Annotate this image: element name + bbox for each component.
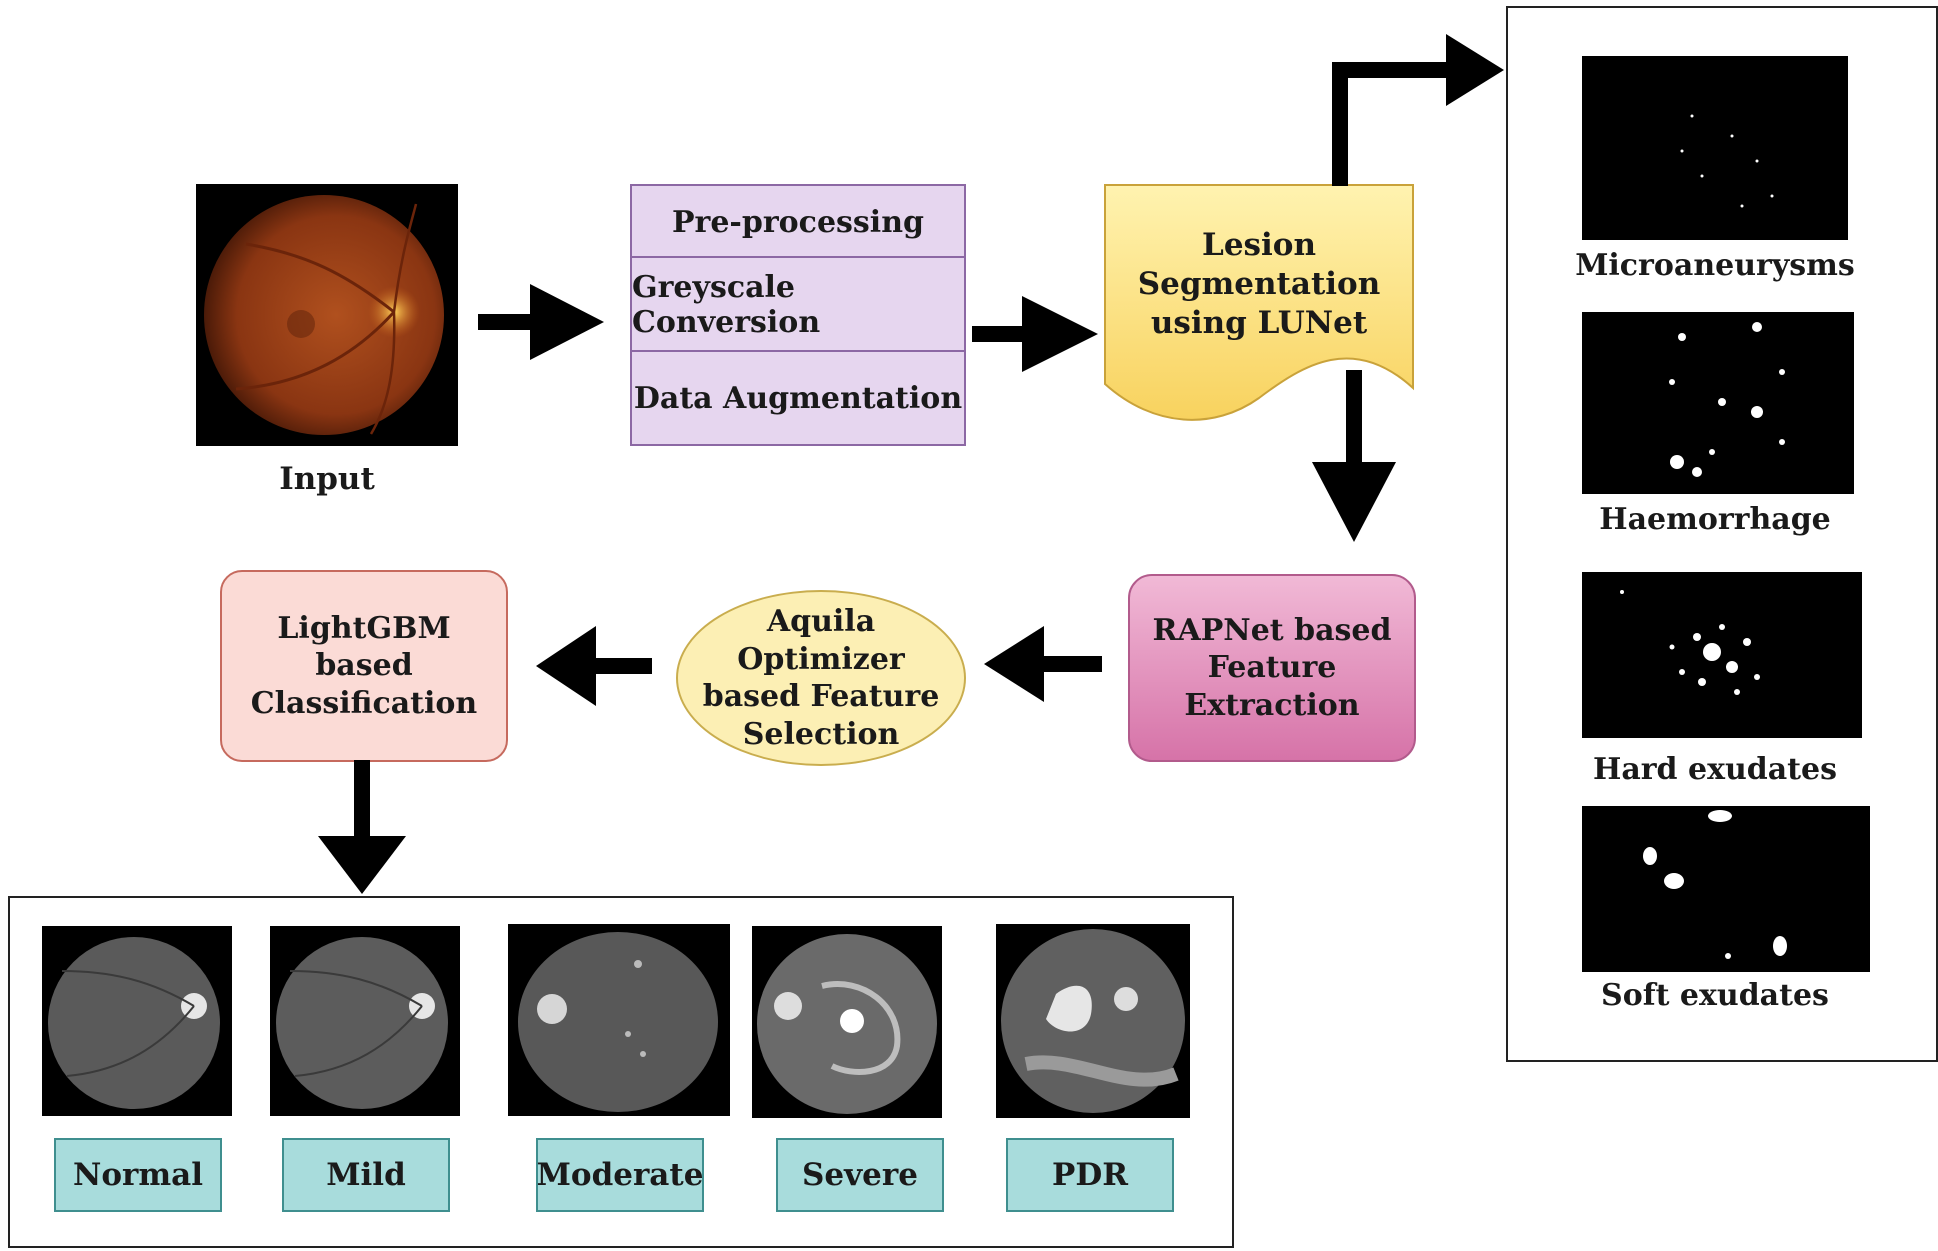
haemorrhage-label: Haemorrhage: [1599, 502, 1831, 537]
arrow-preprocessing-to-segmentation: [972, 296, 1098, 372]
soft-exudates-label: Soft exudates: [1601, 978, 1829, 1013]
fundus-photo: [204, 195, 444, 435]
mild-fundus: [276, 937, 448, 1109]
lesion-segmentation-box: [1104, 184, 1414, 424]
arrow-segmentation-to-lesions: [1332, 34, 1504, 186]
severe-fundus-image: [752, 926, 942, 1118]
grade-label-severe: Severe: [776, 1138, 944, 1212]
grade-label-normal: Normal: [54, 1138, 222, 1212]
microaneurysms-image: [1582, 56, 1848, 240]
normal-fundus-image: [42, 926, 232, 1116]
arrow-feature-extraction-to-selection: [984, 626, 1102, 702]
soft-exudates-spots: [1643, 810, 1787, 959]
microaneurysms-dots: [1680, 114, 1774, 208]
dr-grade-panel: Normal Mild Moderate Severe PDR: [8, 896, 1234, 1248]
input-label: Input: [279, 461, 375, 497]
moderate-fundus-image: [508, 924, 730, 1116]
hard-exudates-image: [1582, 572, 1862, 738]
arrow-classification-to-grades: [318, 760, 406, 894]
preprocessing-stack: Pre-processing Greyscale Conversion Data…: [630, 184, 966, 446]
grade-label-mild: Mild: [282, 1138, 450, 1212]
classification-label: LightGBM based Classification: [250, 610, 478, 721]
arrow-selection-to-classification: [536, 626, 652, 706]
grade-label-pdr: PDR: [1006, 1138, 1174, 1212]
normal-fundus: [48, 937, 220, 1109]
microaneurysms-label: Microaneurysms: [1575, 248, 1855, 283]
classification-box: LightGBM based Classification: [220, 570, 508, 762]
soft-exudates-image: [1582, 806, 1870, 972]
pdr-fundus-image: [996, 924, 1190, 1118]
feature-selection-label: Aquila Optimizer based Feature Selection: [702, 604, 940, 752]
lesion-segmentation-label: Lesion Segmentation using LUNet: [1137, 227, 1381, 341]
document-shape: [1104, 184, 1414, 421]
haemorrhage-image: [1582, 312, 1854, 494]
feature-extraction-box: RAPNet based Feature Extraction: [1128, 574, 1416, 762]
input-fundus-image: [196, 184, 458, 446]
preprocessing-step: Pre-processing: [630, 184, 966, 260]
arrow-segmentation-to-feature-extraction: [1312, 370, 1396, 542]
haemorrhage-spots: [1669, 322, 1785, 477]
data-augmentation-step: Data Augmentation: [630, 350, 966, 446]
hard-exudates-spots: [1620, 590, 1760, 695]
moderate-fundus: [518, 932, 718, 1112]
feature-selection-ellipse: Aquila Optimizer based Feature Selection: [676, 590, 966, 766]
feature-extraction-label: RAPNet based Feature Extraction: [1152, 612, 1392, 723]
mild-fundus-image: [270, 926, 460, 1116]
pdr-fundus: [1001, 929, 1185, 1113]
arrow-input-to-preprocessing: [478, 284, 604, 360]
hard-exudates-label: Hard exudates: [1592, 752, 1838, 787]
lesion-results-panel: Microaneurysms Haemorrhage Hard exudates: [1506, 6, 1938, 1062]
severe-fundus: [757, 934, 937, 1114]
grade-label-moderate: Moderate: [536, 1138, 704, 1212]
